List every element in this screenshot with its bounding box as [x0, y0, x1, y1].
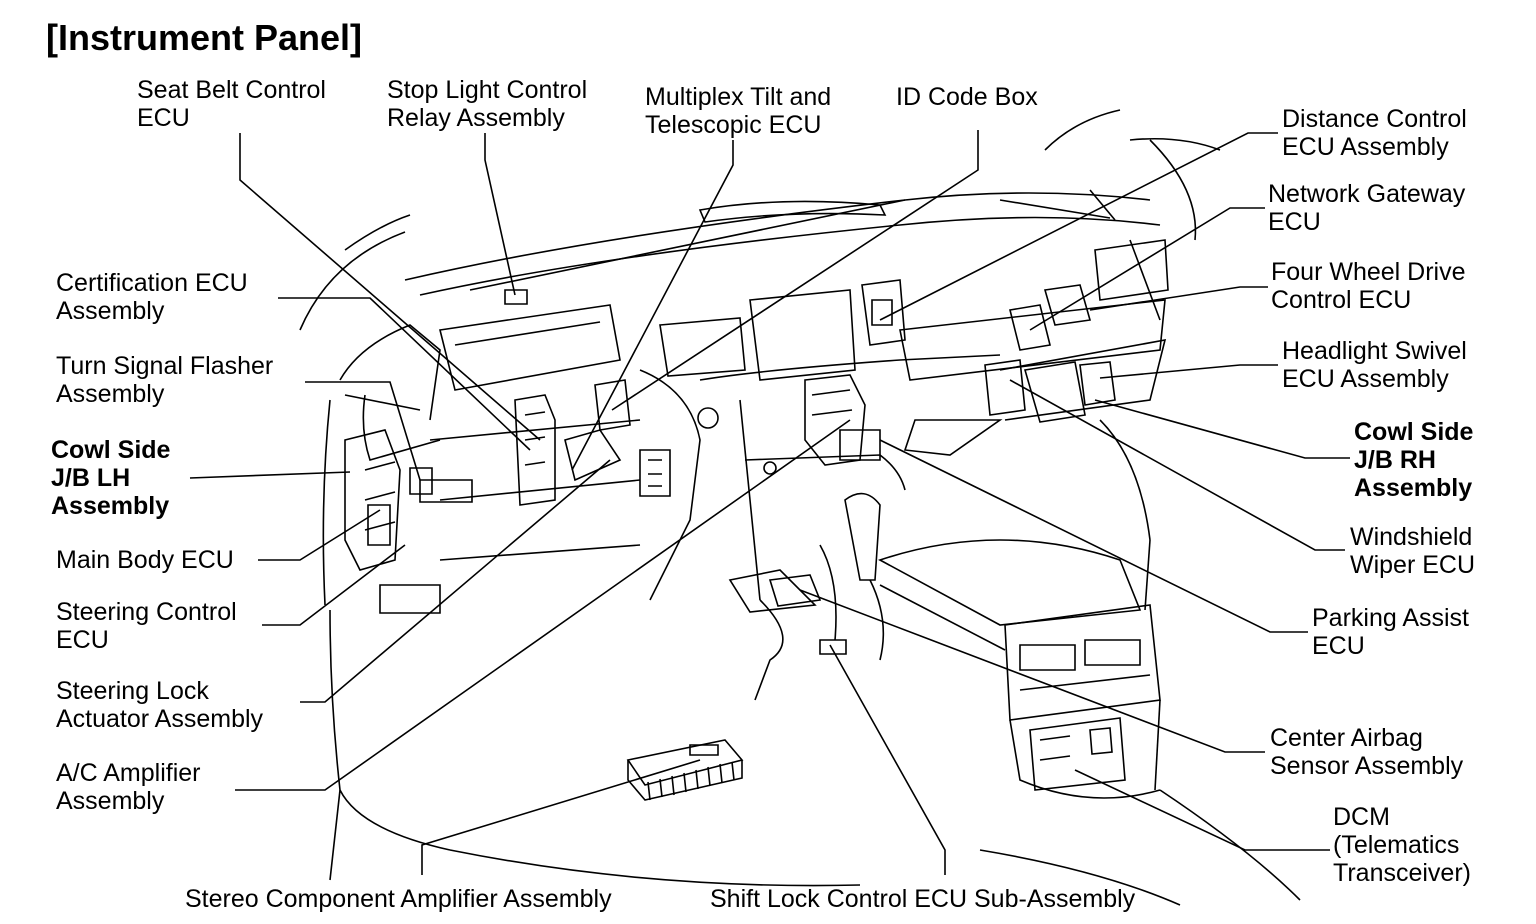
label-seat-belt-control-ecu: Seat Belt Control ECU — [137, 76, 326, 132]
label-headlight-swivel-ecu: Headlight Swivel ECU Assembly — [1282, 337, 1467, 393]
diagram-title: [Instrument Panel] — [46, 17, 363, 58]
label-center-airbag-sensor: Center Airbag Sensor Assembly — [1270, 724, 1464, 780]
label-stop-light-control-relay: Stop Light Control Relay Assembly — [387, 76, 588, 132]
label-parking-assist-ecu: Parking Assist ECU — [1312, 604, 1470, 660]
label-main-body-ecu: Main Body ECU — [56, 546, 234, 574]
label-windshield-wiper-ecu: Windshield Wiper ECU — [1350, 523, 1476, 579]
label-steering-control-ecu: Steering Control ECU — [56, 598, 237, 654]
label-turn-signal-flasher: Turn Signal Flasher Assembly — [56, 352, 274, 408]
label-steering-lock-actuator: Steering Lock Actuator Assembly — [56, 677, 264, 733]
label-shift-lock-control-ecu: Shift Lock Control ECU Sub-Assembly — [710, 885, 1136, 913]
label-certification-ecu: Certification ECU Assembly — [56, 269, 248, 325]
label-network-gateway-ecu: Network Gateway ECU — [1268, 180, 1466, 236]
label-distance-control-ecu: Distance Control ECU Assembly — [1282, 105, 1467, 161]
label-id-code-box: ID Code Box — [896, 83, 1038, 111]
label-stereo-component-amplifier: Stereo Component Amplifier Assembly — [185, 885, 612, 913]
label-multiplex-tilt-telescopic-ecu: Multiplex Tilt and Telescopic ECU — [645, 83, 832, 139]
label-four-wheel-drive-control-ecu: Four Wheel Drive Control ECU — [1271, 258, 1466, 314]
label-ac-amplifier: A/C Amplifier Assembly — [56, 759, 201, 815]
label-cowl-side-jb-lh: Cowl Side J/B LH Assembly — [51, 436, 171, 520]
label-dcm-telematics: DCM (Telematics Transceiver) — [1333, 803, 1471, 887]
label-cowl-side-jb-rh: Cowl Side J/B RH Assembly — [1354, 418, 1474, 502]
